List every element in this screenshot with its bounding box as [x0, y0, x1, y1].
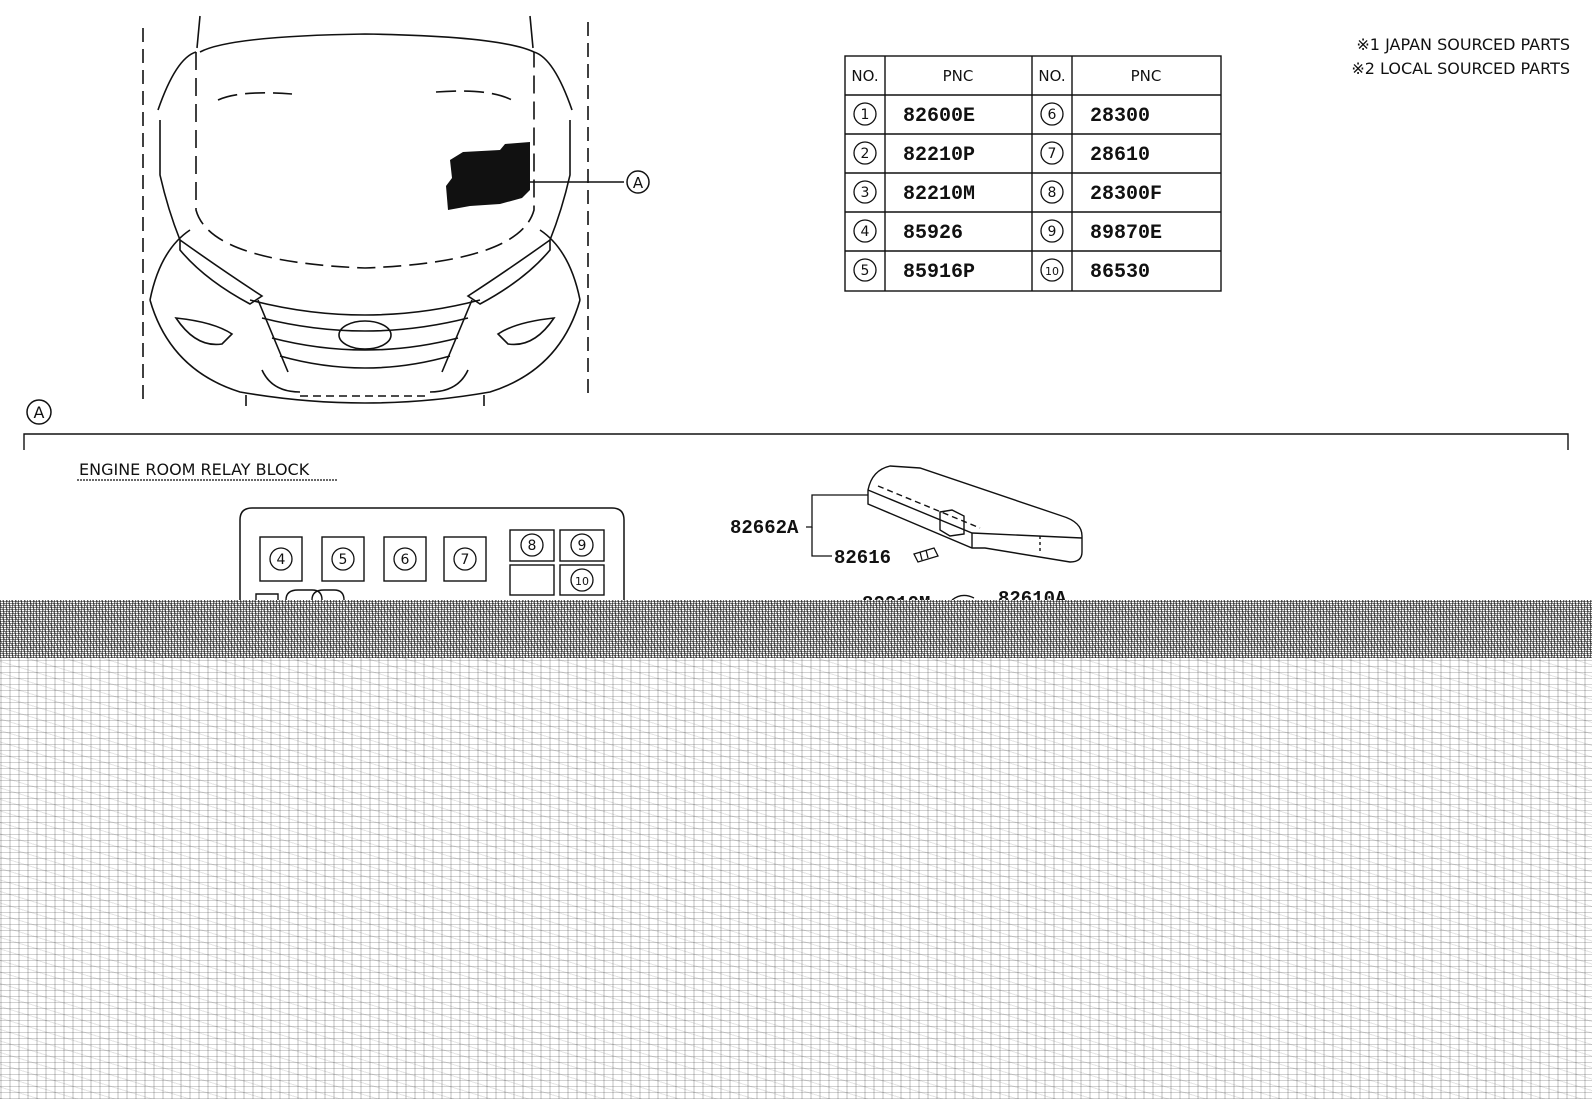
section-bracket [23, 433, 1569, 450]
row-number: 10 [1045, 265, 1059, 278]
row-number: 8 [1048, 185, 1057, 201]
row-number: 1 [861, 107, 870, 123]
row-pnc: 28610 [1090, 144, 1150, 167]
callout-marker-a: A [633, 174, 644, 192]
leader-lines [806, 494, 868, 557]
row-pnc: 85926 [903, 222, 963, 245]
part-label-clip: 82616 [834, 547, 891, 569]
row-number: 6 [1048, 107, 1057, 123]
relay-slot-circle [570, 533, 594, 557]
section-marker-a: A [34, 403, 45, 422]
row-number-circle [1040, 141, 1064, 165]
table-header-pnc-right: PNC [1131, 67, 1162, 85]
row-number-circle [1040, 258, 1064, 282]
relay-block-top-view [239, 507, 625, 600]
row-pnc: 86530 [1090, 261, 1150, 284]
row-number-circle [1040, 219, 1064, 243]
relay-slots [255, 529, 605, 601]
row-number: 3 [861, 185, 870, 201]
row-number: 4 [861, 224, 870, 240]
relay-slot-number: 7 [461, 552, 470, 568]
clip-part [913, 547, 939, 563]
row-number-circle [853, 141, 877, 165]
relay-slot-circle [331, 547, 355, 571]
relay-slot-circle [453, 547, 477, 571]
note-local-sourced: ※2 LOCAL SOURCED PARTS [1351, 59, 1570, 78]
relay-slot-number: 5 [339, 552, 348, 568]
relay-slot-labels: 4 5 6 7 8 9 10 [269, 533, 594, 592]
relay-slot-number: 4 [277, 552, 286, 568]
relay-slot-circle [520, 533, 544, 557]
row-pnc: 82600E [903, 105, 975, 128]
section-title: ENGINE ROOM RELAY BLOCK [79, 460, 310, 479]
relay-slot-circle [269, 547, 293, 571]
row-pnc: 85916P [903, 261, 975, 284]
relay-slot-number: 8 [528, 538, 537, 554]
row-pnc: 82210M [903, 183, 975, 206]
row-pnc: 28300F [1090, 183, 1162, 206]
row-number-circle [1040, 102, 1064, 126]
row-number-circle [853, 102, 877, 126]
row-number: 5 [861, 263, 870, 279]
callout-circle-a [626, 170, 650, 194]
row-pnc: 82210P [903, 144, 975, 167]
row-number: 2 [861, 146, 870, 162]
row-number-circle [853, 180, 877, 204]
note-japan-sourced: ※1 JAPAN SOURCED PARTS [1356, 35, 1570, 54]
relay-slot-circle [570, 568, 594, 592]
relay-slot-circle [393, 547, 417, 571]
table-header-no-right: NO. [1038, 67, 1065, 85]
row-number: 9 [1048, 224, 1057, 240]
row-number-circle [853, 258, 877, 282]
row-pnc: 89870E [1090, 222, 1162, 245]
parts-table [844, 55, 1222, 292]
car-front-illustration [142, 15, 589, 406]
scan-noise-area [0, 658, 1592, 1099]
row-number-circle [853, 219, 877, 243]
table-header-no-left: NO. [851, 67, 878, 85]
part-label-cover: 82662A [730, 517, 799, 539]
section-circle-a [26, 399, 52, 425]
scan-noise-band [0, 600, 1592, 658]
relay-block-cover [867, 465, 1083, 563]
relay-slot-number: 6 [401, 552, 410, 568]
partial-connector [951, 594, 975, 601]
relay-slot-number: 10 [575, 575, 589, 588]
row-number: 7 [1048, 146, 1057, 162]
relay-slot-number: 9 [578, 538, 587, 554]
row-pnc: 28300 [1090, 105, 1150, 128]
row-number-circle [1040, 180, 1064, 204]
table-rows: 1 82600E 2 82210P 3 82210M 4 85926 5 85916P 6 28300… [853, 102, 1162, 284]
relay-block-location [446, 142, 530, 210]
table-header-pnc-left: PNC [943, 67, 974, 85]
